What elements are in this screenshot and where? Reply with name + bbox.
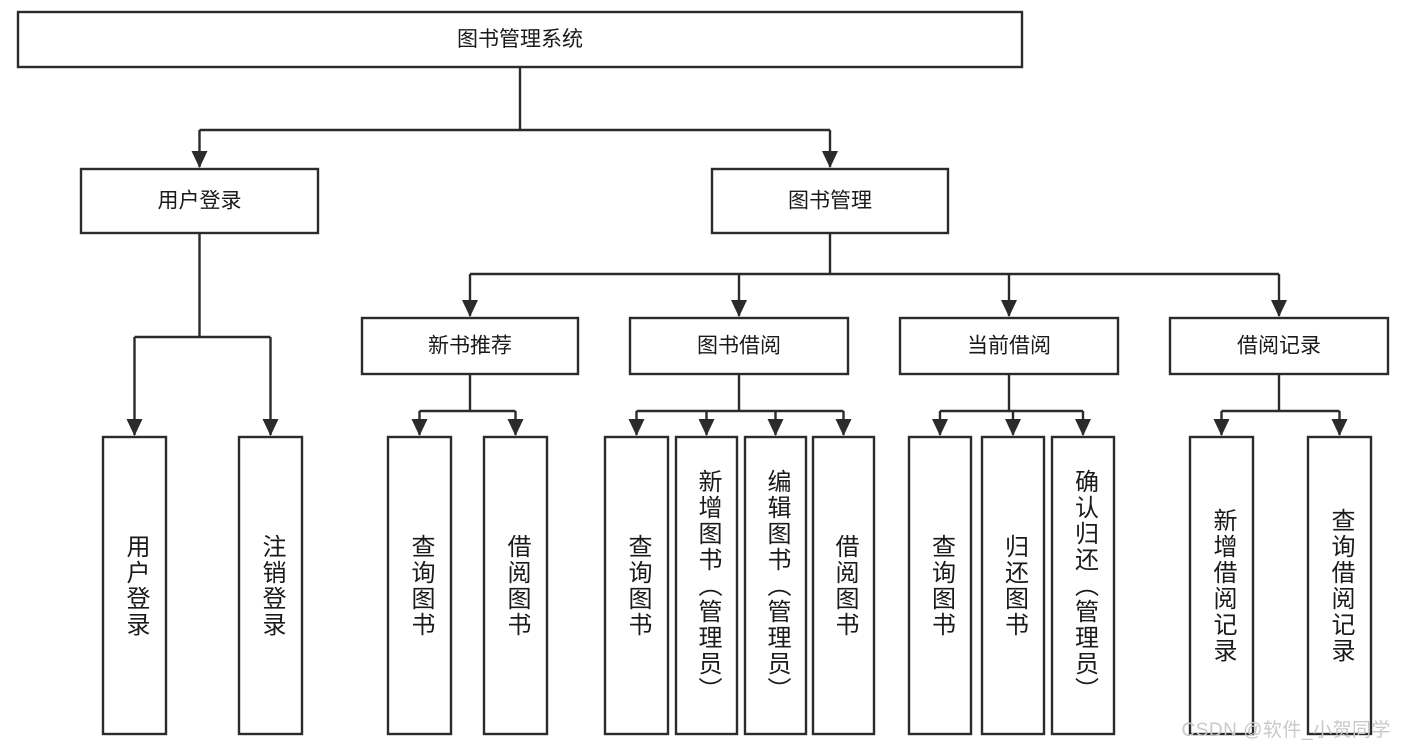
node-level3-label-3: 借阅记录 xyxy=(1237,335,1321,358)
node-leaf-4[interactable] xyxy=(603,435,670,736)
arrow-head-level2-0 xyxy=(191,151,208,168)
connector-layer xyxy=(126,67,1348,436)
arrow-head-leaf-3 xyxy=(507,419,524,436)
arrow-head-level3-0 xyxy=(462,300,478,317)
arrow-head-leaf-7 xyxy=(835,419,852,436)
node-level2-0[interactable] xyxy=(79,167,320,235)
node-level2-label-1: 图书管理 xyxy=(788,190,872,213)
arrow-head-level3-2 xyxy=(1001,300,1017,317)
node-level3-2[interactable] xyxy=(898,316,1120,376)
node-leaf-6[interactable] xyxy=(743,435,808,736)
arrow-head-leaf-11 xyxy=(1213,419,1230,436)
node-leaf-3[interactable] xyxy=(482,435,549,736)
arrow-head-leaf-2 xyxy=(411,419,428,436)
arrow-head-level3-1 xyxy=(731,300,747,317)
node-level3-label-1: 图书借阅 xyxy=(697,335,781,358)
arrow-head-leaf-10 xyxy=(1075,419,1091,436)
node-leaf-2[interactable] xyxy=(386,435,453,736)
node-root-book-management-system[interactable] xyxy=(16,10,1024,69)
arrow-head-leaf-12 xyxy=(1331,419,1348,436)
node-leaf-1[interactable] xyxy=(237,435,304,736)
node-level2-label-0: 用户登录 xyxy=(158,190,242,213)
node-leaf-9[interactable] xyxy=(980,435,1046,736)
node-leaf-7[interactable] xyxy=(811,435,876,736)
node-leaf-11[interactable] xyxy=(1188,435,1255,736)
node-leaf-5[interactable] xyxy=(674,435,739,736)
node-root-label: 图书管理系统 xyxy=(457,28,583,51)
arrow-head-level3-3 xyxy=(1271,300,1287,317)
arrow-head-leaf-0 xyxy=(126,419,143,436)
node-leaf-12[interactable] xyxy=(1306,435,1373,736)
node-level3-label-0: 新书推荐 xyxy=(428,335,512,358)
arrow-head-leaf-9 xyxy=(1005,419,1021,436)
node-level2-1[interactable] xyxy=(710,167,950,235)
box-layer xyxy=(16,10,1390,736)
arrow-head-leaf-8 xyxy=(932,419,948,436)
arrow-head-leaf-5 xyxy=(698,419,715,436)
node-level3-0[interactable] xyxy=(360,316,580,376)
watermark-text: CSDN @软件_小贺同学 xyxy=(1181,720,1391,741)
node-leaf-8[interactable] xyxy=(907,435,973,736)
arrow-head-leaf-6 xyxy=(767,419,784,436)
node-leaf-10[interactable] xyxy=(1050,435,1116,736)
node-level3-1[interactable] xyxy=(628,316,850,376)
arrow-head-level2-1 xyxy=(822,151,838,168)
node-level3-label-2: 当前借阅 xyxy=(967,335,1051,358)
node-leaf-0[interactable] xyxy=(101,435,168,736)
arrow-head-leaf-4 xyxy=(628,419,645,436)
arrow-head-leaf-1 xyxy=(262,419,279,436)
node-level3-3[interactable] xyxy=(1168,316,1390,376)
